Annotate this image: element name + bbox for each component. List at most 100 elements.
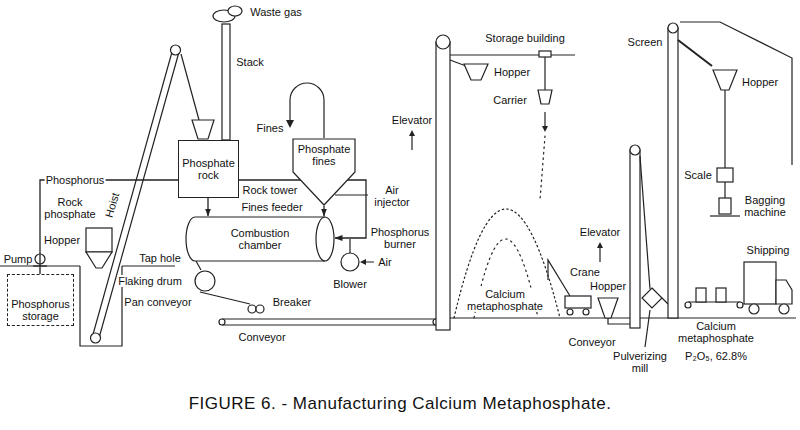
bagging-hopper [710,70,740,216]
hoist-symbol [91,333,101,343]
truck-symbol [744,262,776,304]
part-label: Waste gas [249,6,303,18]
elevator-symbol [436,42,450,330]
cyclone-separator-outline [293,139,355,205]
fines-pipe [290,83,324,138]
carrier-rail [544,112,545,126]
part-label: Rock phosphate [43,196,96,220]
building-outline [680,22,792,165]
flow-line [323,206,324,216]
part-label: Calcium metaphosphate [677,320,755,344]
belt-conveyor [219,319,225,325]
part-label: Air injector [373,184,410,208]
product-pile [454,209,560,318]
part-label: Elevator [579,226,621,238]
part-label: Conveyor [567,336,616,348]
bag-conveyor [685,302,691,308]
screen-symbol [678,40,712,66]
crane-symbol [567,309,573,315]
elevator-symbol [599,246,600,262]
part-label: Carrier [492,94,528,106]
part-label: Tap hole [138,252,182,264]
hoist-symbol [192,120,214,139]
elevator-symbol [409,35,450,330]
line-label: Phosphorus [45,174,106,186]
flaking-drum-symbol [195,271,215,291]
part-label: Scale [683,169,713,181]
bagging-hopper [710,215,740,216]
bag-conveyor [685,288,743,308]
truck-symbol [749,304,759,314]
feed-hopper [608,318,630,324]
truck-symbol [744,262,792,314]
mill-symbol [642,288,668,347]
carrier-rail [539,51,551,57]
part-label: Rock tower [241,184,298,196]
bag-conveyor [696,288,706,302]
truck-symbol [779,304,789,314]
part-label: Blower [332,278,368,290]
node-label: Phosphate rock [182,157,235,181]
belt-conveyor [219,319,439,325]
carrier-rail [450,51,575,132]
screen-symbol [678,40,712,66]
part-label: Air [377,256,392,268]
part-label: Elevator [391,114,433,126]
breaker-symbol [248,305,264,313]
breaker-symbol [256,305,264,313]
part-label: Storage building [484,32,566,44]
stack-symbol [213,6,242,140]
carrier-rail [544,57,545,90]
elevator-symbol [597,242,603,248]
product-pile [540,136,545,200]
building-outline [680,22,792,165]
stack-symbol [228,6,242,16]
elevator-symbol [668,23,678,318]
rock-hopper [80,228,122,346]
combustion-chamber-outline [186,217,334,261]
part-label: Pump [3,253,34,265]
product-pile [454,136,560,318]
elevator-symbol [630,150,640,328]
bag-conveyor [716,288,726,302]
rock-tower-box: Phosphate rock [178,140,239,198]
flaking-drum-symbol [195,261,215,291]
combustion-chamber-outline [316,217,325,261]
crane-symbol [548,260,570,296]
part-label: Pulverizing mill [612,350,668,374]
elevator-symbol [640,156,650,289]
mill-symbol [642,288,662,308]
part-label: Shipping [746,244,791,256]
part-label: Flaking drum [117,275,183,287]
part-label: Hopper [741,76,779,88]
mill-symbol [645,298,668,347]
bagging-hopper [713,70,737,90]
part-label: Hopper [43,234,81,246]
part-label: Breaker [272,296,313,308]
belt-conveyor [222,319,436,325]
bag-conveyor [737,302,743,308]
bagging-hopper [724,90,725,168]
part-label: Fines [256,122,285,134]
part-label: Calcium metaphosphate [466,288,544,312]
blower-symbol [341,253,359,271]
bagging-hopper [724,182,725,198]
fines-pipe [286,83,324,138]
hoist-symbol [181,54,199,120]
stack-symbol [222,24,230,140]
node-label: Phosphorus storage [11,298,70,322]
part-label: Stack [235,56,265,68]
part-label: Screen [627,36,664,48]
bagging-hopper [717,168,733,182]
part-label: Bagging machine [743,194,787,218]
part-label: Hopper [493,66,531,78]
part-label: Crane [569,266,601,278]
cyclone-separator: Phosphate fines [292,138,356,206]
elevator-symbol [409,130,415,136]
pan-conveyor-symbol [200,292,250,304]
elevator-symbol [630,145,640,155]
node-label: Phosphate fines [298,143,351,167]
carrier-rail [542,126,548,132]
rock-hopper [86,228,112,252]
